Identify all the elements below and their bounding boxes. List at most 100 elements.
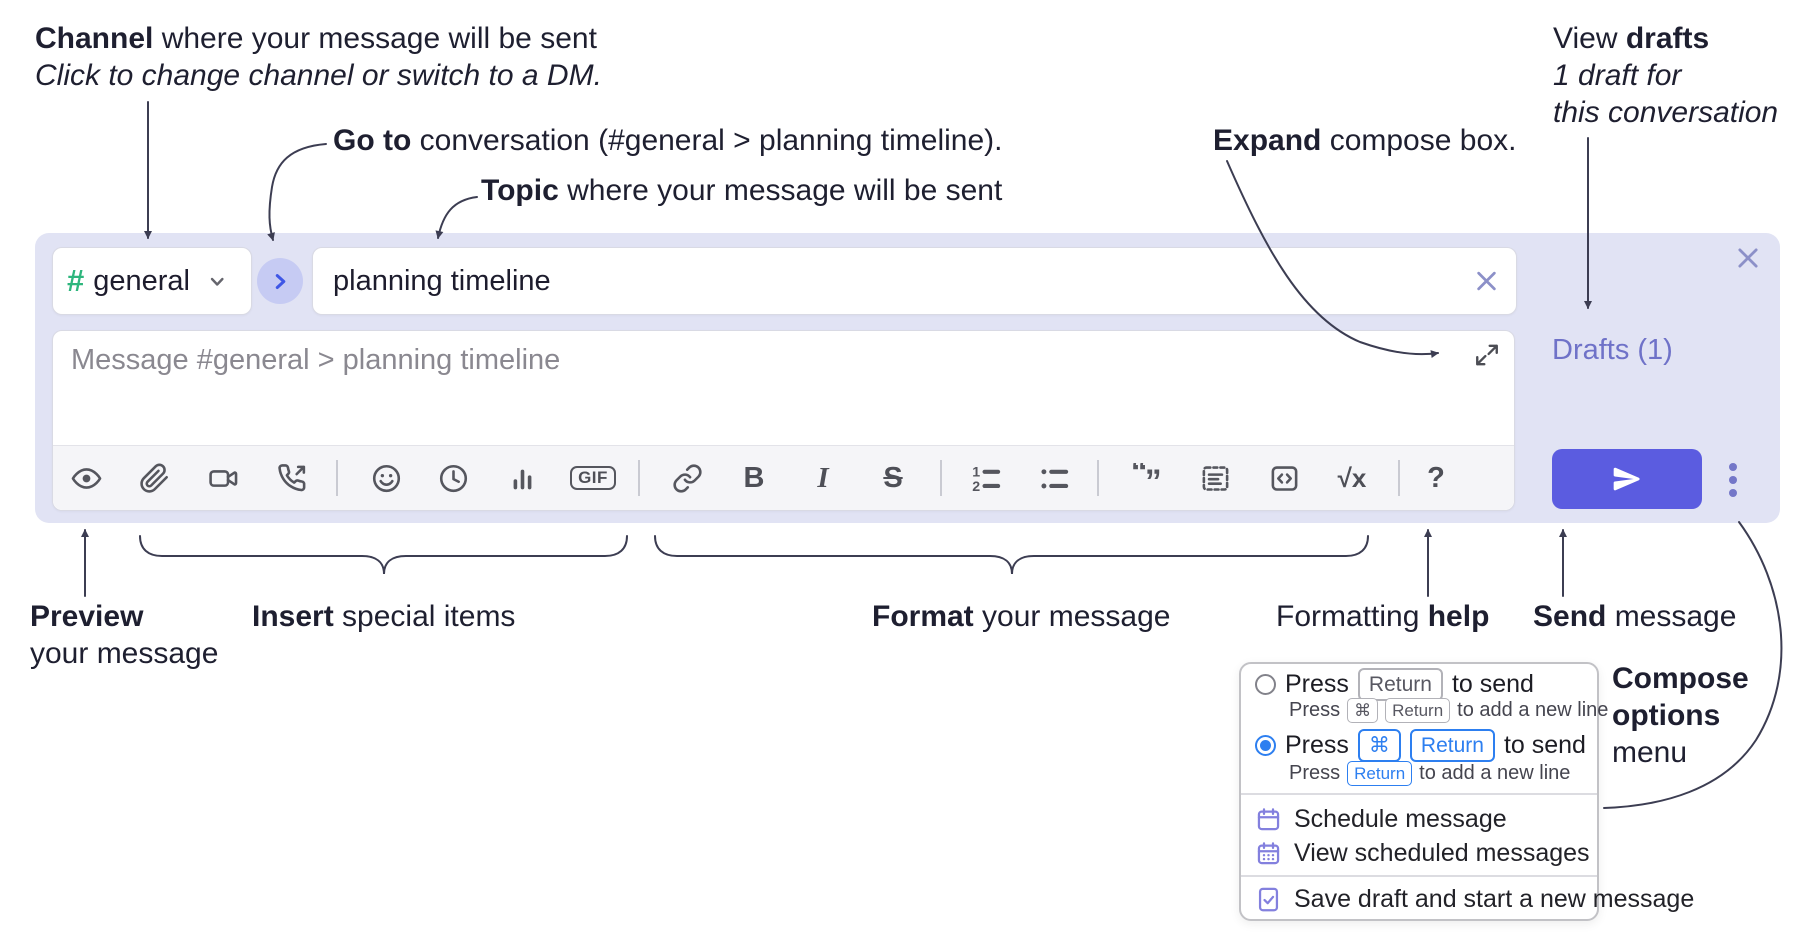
view-drafts-annotation: View drafts 1 draft for this conversatio… [1553,20,1778,131]
quote-icon[interactable]: “” [1129,460,1165,496]
radio-unselected[interactable] [1255,673,1276,695]
bold-icon[interactable]: B [736,460,772,496]
option1-sub-rest: to add a new line [1457,698,1609,721]
help-label: ? [1427,461,1445,494]
preview-annotation-line2: your message [30,637,219,670]
schedule-icon[interactable] [435,460,471,496]
menu-item-view-scheduled[interactable]: View scheduled messages [1255,836,1590,870]
option1-subtext: Press ⌘ Return to add a new line [1289,697,1608,723]
cmd-key: ⌘ [1347,697,1379,723]
format-annotation-bold: Format [872,600,974,633]
drafts-link[interactable]: Drafts (1) [1552,334,1673,366]
topic-annotation: Topic where your message will be sent [481,172,1002,209]
italic-label: I [817,461,829,494]
code-block-icon[interactable] [1197,460,1233,496]
topic-annotation-rest: where your message will be sent [558,174,1003,207]
option-return-to-send[interactable]: Press Return to send [1255,667,1534,701]
insert-annotation-rest: special items [333,600,516,633]
message-input[interactable] [53,331,1514,446]
send-annotation-rest: message [1606,600,1737,633]
send-button[interactable] [1552,449,1702,509]
radio-selected[interactable] [1255,734,1276,756]
gif-label: GIF [570,466,616,490]
document-check-icon [1258,887,1279,911]
clear-topic-icon[interactable] [1473,268,1500,295]
goto-annotation-rest: conversation (#general > planning timeli… [411,124,1003,157]
svg-text:1: 1 [972,464,980,480]
format-annotation: Format your message [872,598,1170,635]
menu-divider [1241,793,1597,795]
compose-options-line3: menu [1612,736,1688,769]
format-annotation-rest: your message [973,600,1171,633]
preview-icon[interactable] [68,460,104,496]
option1-to-send: to send [1451,669,1534,698]
connector-topic-arrow [435,196,478,239]
menu-item-label: Save draft and start a new message [1294,884,1695,913]
compose-panel: # general [35,233,1780,523]
compose-options-button[interactable] [1721,454,1745,506]
compose-options-line2: options [1612,699,1721,732]
channel-annotation: Channel where your message will be sent … [35,20,602,94]
menu-item-schedule-message[interactable]: Schedule message [1255,802,1507,836]
video-icon[interactable] [205,460,241,496]
audio-call-icon[interactable] [274,460,310,496]
view-drafts-line3: this conversation [1553,96,1779,129]
insert-annotation-bold: Insert [252,600,334,633]
option2-subtext: Press Return to add a new line [1289,760,1570,786]
brace-format [654,535,1369,575]
formula-icon[interactable]: √x [1328,460,1376,496]
option2-sub-rest: to add a new line [1419,761,1571,784]
toolbar-divider [940,460,942,496]
view-drafts-bold: drafts [1625,22,1710,55]
channel-hash-icon: # [67,263,85,298]
toolbar-divider [1398,460,1400,496]
chevron-down-icon [205,269,229,293]
compose-options-annotation: Compose options menu [1612,660,1749,771]
expand-annotation-bold: Expand [1213,124,1322,157]
bold-label: B [743,461,765,494]
emoji-icon[interactable] [368,460,404,496]
goto-conversation-button[interactable] [257,258,303,304]
channel-selector[interactable]: # general [52,247,252,315]
option2-sub-press: Press [1289,761,1341,784]
strikethrough-icon[interactable]: S [875,460,911,496]
menu-item-save-draft[interactable]: Save draft and start a new message [1255,882,1694,916]
channel-annotation-bold: Channel [35,22,154,55]
formatting-help-icon[interactable]: ? [1418,460,1454,496]
compose-options-menu: Press Return to send Press ⌘ Return to a… [1239,662,1694,921]
close-icon[interactable] [1734,244,1762,272]
link-icon[interactable] [669,460,705,496]
brace-insert [139,535,628,575]
attachment-icon[interactable] [136,460,172,496]
expand-annotation-rest: compose box. [1321,124,1517,157]
topic-input[interactable] [313,248,1516,314]
message-compose-box: GIF B I S 12 “” [52,330,1515,511]
formatting-help-lead: Formatting [1276,600,1428,633]
strikethrough-label: S [883,461,903,494]
compose-options-line1: Compose [1612,662,1749,695]
insert-annotation: Insert special items [252,598,515,635]
expand-icon[interactable] [1474,342,1500,368]
option-cmd-return-to-send[interactable]: Press ⌘ Return to send [1255,728,1586,762]
svg-text:“: “ [1132,463,1148,490]
channel-annotation-rest: where your message will be sent [153,22,597,55]
send-icon [1611,463,1643,495]
italic-icon[interactable]: I [805,460,841,496]
toolbar-divider [336,460,338,496]
option2-press: Press [1285,730,1349,759]
code-icon[interactable] [1266,460,1302,496]
goto-annotation: Go to conversation (#general > planning … [333,122,1003,159]
return-key: Return [1347,760,1413,786]
option2-to-send: to send [1503,730,1586,759]
bullet-list-icon[interactable] [1036,460,1072,496]
preview-annotation: Preview your message [30,598,218,672]
preview-annotation-bold: Preview [30,600,144,633]
menu-item-label: View scheduled messages [1294,838,1590,867]
menu-item-label: Schedule message [1294,804,1507,833]
svg-text:”: ” [1144,463,1161,493]
gif-icon[interactable]: GIF [569,460,617,496]
poll-icon[interactable] [504,460,540,496]
